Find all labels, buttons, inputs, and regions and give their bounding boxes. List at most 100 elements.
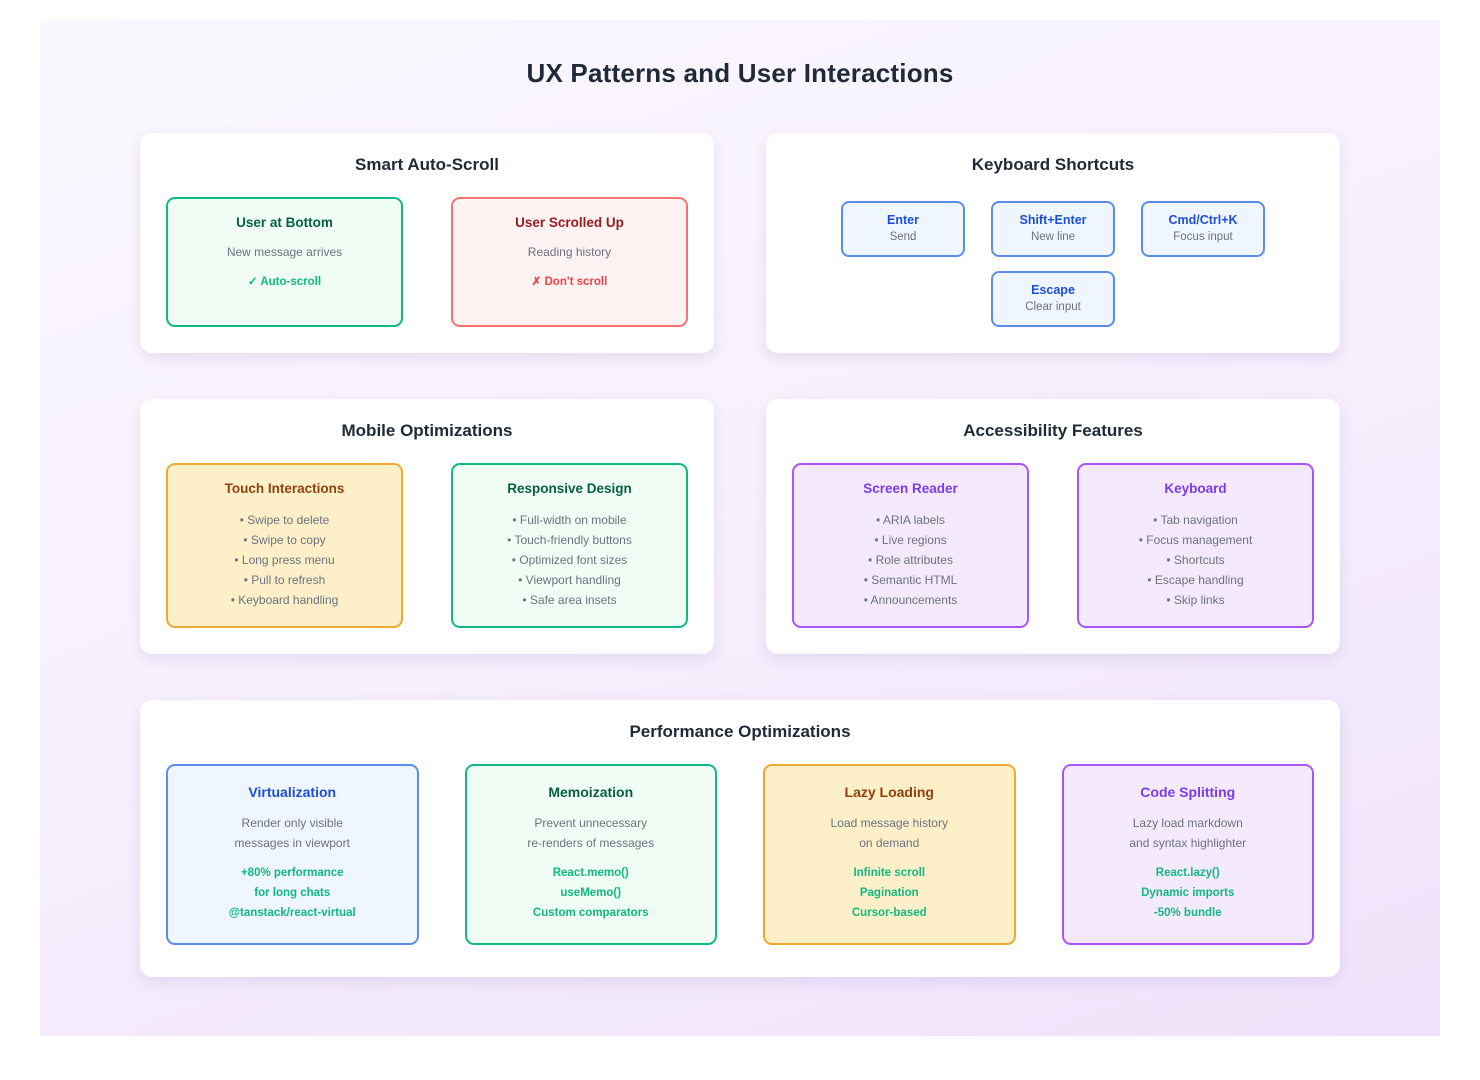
card-desc-line-2: on demand [859,836,920,850]
card-desc-line-2: and syntax highlighter [1129,836,1247,850]
list-item: • Skip links [1166,593,1225,607]
card-title: Touch Interactions [224,481,345,496]
diagram-canvas: UX Patterns and User Interactions Smart … [40,20,1440,1036]
accent-item: for long chats [254,887,331,899]
list-item: • Shortcuts [1166,553,1225,567]
shortcut-key: Shift+Enter [1019,213,1087,227]
shortcut-shift-enter[interactable]: Shift+Enter New line [991,201,1115,257]
bullet-list: • Swipe to delete • Swipe to copy • Long… [182,510,387,610]
card-title: Code Splitting [1140,784,1236,800]
card-accent-check: ✓ Auto-scroll [247,276,322,288]
list-item: • Viewport handling [518,573,621,587]
list-item: • Live regions [874,533,947,547]
card-desc: Reading history [527,245,612,259]
card-desc-line-2: re-renders of messages [527,836,655,850]
accent-item: +80% performance [240,867,344,879]
accent-item: Infinite scroll [853,867,926,879]
card-title: Memoization [548,784,634,800]
section-title-smart-auto-scroll: Smart Auto-Scroll [355,155,499,174]
card-title: Screen Reader [863,481,958,496]
card-title: Virtualization [248,784,337,800]
auto-scroll-cards: User at Bottom New message arrives ✓ Aut… [166,197,688,327]
shortcut-desc: Send [889,231,917,243]
section-title-mobile-optimizations: Mobile Optimizations [341,421,513,440]
bullet-list: • Full-width on mobile • Touch-friendly … [467,510,672,610]
keyboard-row-1: Enter Send Shift+Enter New line Cmd/Ctrl… [841,201,1265,257]
mobile-cards: Touch Interactions • Swipe to delete • S… [166,463,688,628]
card-virtualization[interactable]: Virtualization Render only visible messa… [166,764,419,945]
card-desc: New message arrives [226,245,343,259]
card-user-scrolled-up[interactable]: User Scrolled Up Reading history ✗ Don't… [451,197,688,327]
shortcut-escape[interactable]: Escape Clear input [991,271,1115,327]
row-top: Smart Auto-Scroll User at Bottom New mes… [140,133,1340,353]
card-desc-line-1: Prevent unnecessary [534,816,648,830]
accent-item: Pagination [859,887,919,899]
card-keyboard[interactable]: Keyboard • Tab navigation • Focus manage… [1077,463,1314,628]
list-item: • Optimized font sizes [511,553,628,567]
card-user-at-bottom[interactable]: User at Bottom New message arrives ✓ Aut… [166,197,403,327]
accent-item: React.memo() [552,867,629,879]
shortcut-key: Escape [1031,283,1075,297]
accent-item: React.lazy() [1155,867,1220,879]
accent-item: @tanstack/react-virtual [228,907,356,919]
accent-item: -50% bundle [1153,907,1222,919]
card-title: Keyboard [1164,481,1227,496]
section-performance-optimizations: Performance Optimizations Virtualization… [140,700,1340,977]
card-accent-list: React.memo() useMemo() Custom comparator… [479,863,704,923]
list-item: • Focus management [1138,533,1253,547]
bullet-list: • ARIA labels • Live regions • Role attr… [808,510,1013,610]
row-bottom: Performance Optimizations Virtualization… [140,700,1340,977]
list-item: • Full-width on mobile [512,513,627,527]
section-title-keyboard-shortcuts: Keyboard Shortcuts [971,155,1135,174]
section-keyboard-shortcuts: Keyboard Shortcuts Enter Send Shift+Ente… [766,133,1340,353]
bullet-list: • Tab navigation • Focus management • Sh… [1093,510,1298,610]
shortcut-desc: New line [1030,231,1076,243]
list-item: • Announcements [863,593,958,607]
keyboard-row-2: Escape Clear input [991,271,1115,327]
card-desc-line-1: Render only visible [241,816,343,830]
card-touch-interactions[interactable]: Touch Interactions • Swipe to delete • S… [166,463,403,628]
list-item: • Long press menu [234,553,335,567]
card-accent-cross: ✗ Don't scroll [531,276,608,288]
list-item: • Semantic HTML [863,573,958,587]
shortcut-key: Cmd/Ctrl+K [1168,213,1238,227]
card-responsive-design[interactable]: Responsive Design • Full-width on mobile… [451,463,688,628]
card-title: Responsive Design [507,481,632,496]
card-accent-list: +80% performance for long chats @tanstac… [180,863,405,923]
shortcut-desc: Focus input [1173,231,1233,243]
card-desc-line-1: Lazy load markdown [1132,816,1243,830]
shortcut-enter[interactable]: Enter Send [841,201,965,257]
section-title-performance-optimizations: Performance Optimizations [629,722,851,741]
card-code-splitting[interactable]: Code Splitting Lazy load markdown and sy… [1061,764,1314,945]
card-desc-line-1: Load message history [830,816,948,830]
page-title: UX Patterns and User Interactions [526,58,954,88]
section-title-accessibility-features: Accessibility Features [963,421,1143,440]
list-item: • Escape handling [1147,573,1244,587]
section-mobile-optimizations: Mobile Optimizations Touch Interactions … [140,399,714,654]
list-item: • Tab navigation [1153,513,1238,527]
card-desc-line-2: messages in viewport [234,836,350,850]
accent-item: Dynamic imports [1141,887,1235,899]
shortcut-cmd-ctrl-k[interactable]: Cmd/Ctrl+K Focus input [1141,201,1265,257]
section-smart-auto-scroll: Smart Auto-Scroll User at Bottom New mes… [140,133,714,353]
list-item: • Swipe to delete [239,513,330,527]
card-memoization[interactable]: Memoization Prevent unnecessary re-rende… [464,764,717,945]
card-accent-list: Infinite scroll Pagination Cursor-based [777,863,1002,923]
keyboard-shortcut-list: Enter Send Shift+Enter New line Cmd/Ctrl… [792,197,1314,327]
list-item: • Swipe to copy [243,533,326,547]
card-lazy-loading[interactable]: Lazy Loading Load message history on dem… [763,764,1016,945]
card-screen-reader[interactable]: Screen Reader • ARIA labels • Live regio… [792,463,1029,628]
list-item: • Role attributes [868,553,953,567]
shortcut-key: Enter [887,213,919,227]
performance-cards: Virtualization Render only visible messa… [166,764,1314,945]
card-title: User at Bottom [236,215,333,230]
list-item: • Safe area insets [522,593,617,607]
section-accessibility-features: Accessibility Features Screen Reader • A… [766,399,1340,654]
card-accent-list: React.lazy() Dynamic imports -50% bundle [1076,863,1301,923]
list-item: • Pull to refresh [243,573,326,587]
shortcut-desc: Clear input [1025,301,1081,313]
row-middle: Mobile Optimizations Touch Interactions … [140,399,1340,654]
card-title: User Scrolled Up [515,215,624,230]
accent-item: Custom comparators [532,907,649,919]
card-title: Lazy Loading [844,784,934,800]
